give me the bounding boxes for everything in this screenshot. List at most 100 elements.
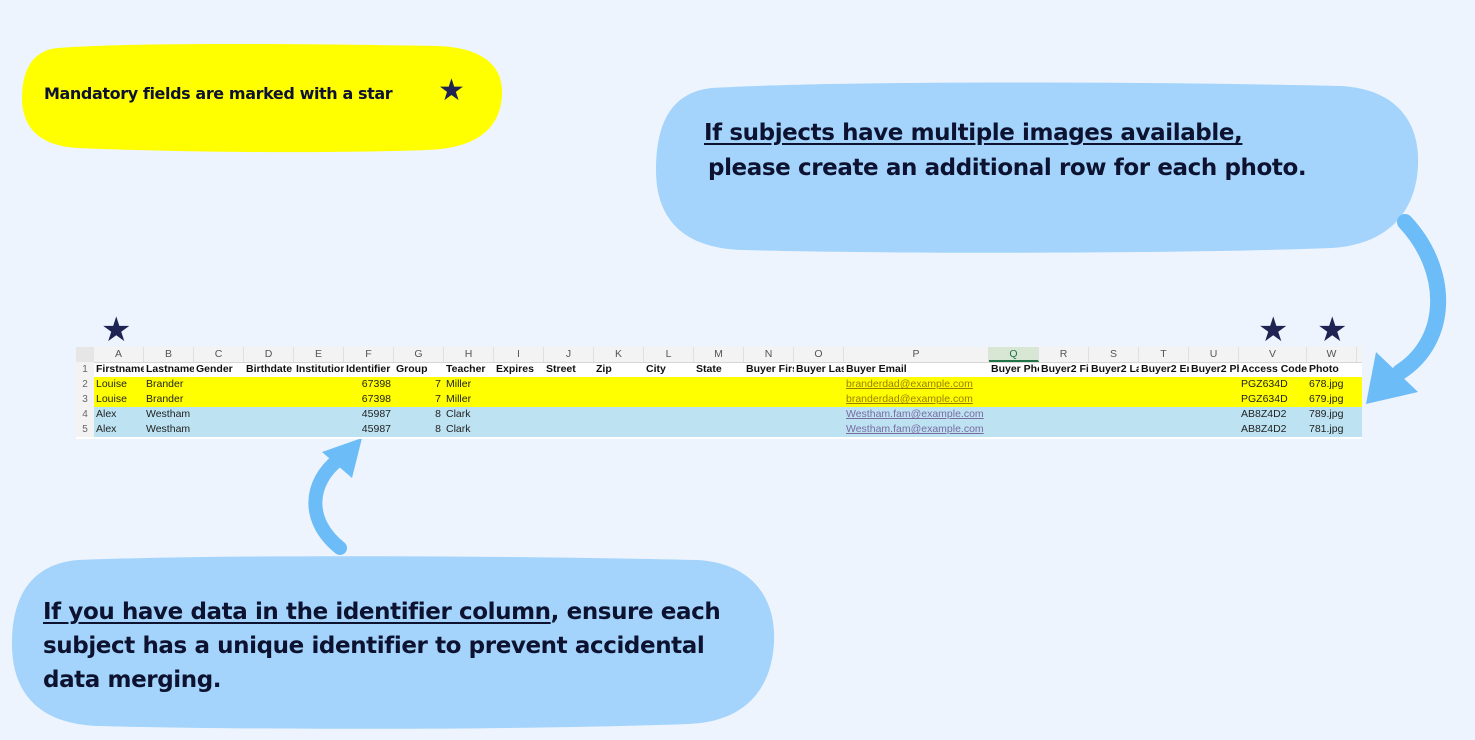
header-cell-institution[interactable]: Institution xyxy=(296,363,344,375)
column-letter-f[interactable]: F xyxy=(344,347,394,362)
header-cell-city[interactable]: City xyxy=(646,363,666,375)
cell-teacher[interactable]: Clark xyxy=(446,408,471,420)
cell-buyer-email[interactable]: branderdad@example.com xyxy=(846,378,973,390)
row-number[interactable]: 1 xyxy=(76,362,94,377)
cell-access-code[interactable]: PGZ634D xyxy=(1241,378,1288,390)
header-cell-buyer-email[interactable]: Buyer Email xyxy=(846,363,907,375)
header-cell-birthdate[interactable]: Birthdate xyxy=(246,363,293,375)
cell-lastname[interactable]: Brander xyxy=(146,378,184,390)
column-letter-t[interactable]: T xyxy=(1139,347,1189,362)
column-letter-l[interactable]: L xyxy=(644,347,694,362)
header-cell-firstname[interactable]: Firstname xyxy=(96,363,144,375)
cell-photo[interactable]: 678.jpg xyxy=(1309,378,1344,390)
header-cell-buyer2-last[interactable]: Buyer2 Last xyxy=(1091,363,1139,375)
header-cell-gender[interactable]: Gender xyxy=(196,363,233,375)
row-number[interactable]: 4 xyxy=(76,407,94,422)
column-letter-r[interactable]: R xyxy=(1039,347,1089,362)
cell-access-code[interactable]: AB8Z4D2 xyxy=(1241,408,1287,420)
column-letter-j[interactable]: J xyxy=(544,347,594,362)
column-letter-a[interactable]: A xyxy=(94,347,144,362)
row-number[interactable]: 3 xyxy=(76,392,94,407)
header-cell-street[interactable]: Street xyxy=(546,363,576,375)
cell-firstname[interactable]: Louise xyxy=(96,378,127,390)
column-letter-v[interactable]: V xyxy=(1239,347,1307,362)
identifier-note: If you have data in the identifier colum… xyxy=(8,552,778,730)
mandatory-fields-text: Mandatory fields are marked with a star xyxy=(44,84,393,103)
column-letter-h[interactable]: H xyxy=(444,347,494,362)
multiple-images-text: please create an additional row for each… xyxy=(708,155,1307,181)
column-letter-e[interactable]: E xyxy=(294,347,344,362)
column-letter-i[interactable]: I xyxy=(494,347,544,362)
cell-lastname[interactable]: Brander xyxy=(146,393,184,405)
column-letter-g[interactable]: G xyxy=(394,347,444,362)
column-letter-p[interactable]: P xyxy=(844,347,989,362)
photo-required-star-icon: ★ xyxy=(1317,310,1348,350)
cell-group[interactable]: 7 xyxy=(435,378,441,390)
cell-lastname[interactable]: Westham xyxy=(146,408,191,420)
row-number[interactable]: 5 xyxy=(76,422,94,437)
column-letter-w[interactable]: W xyxy=(1307,347,1357,362)
mandatory-fields-note: Mandatory fields are marked with a star … xyxy=(18,40,506,154)
header-cell-expires[interactable]: Expires xyxy=(496,363,534,375)
cell-lastname[interactable]: Westham xyxy=(146,423,191,435)
header-cell-teacher[interactable]: Teacher xyxy=(446,363,486,375)
column-letter-o[interactable]: O xyxy=(794,347,844,362)
left-curved-arrow-icon xyxy=(308,438,362,555)
cell-firstname[interactable]: Louise xyxy=(96,393,127,405)
cell-identifier[interactable]: 67398 xyxy=(361,393,391,405)
header-cell-access-code[interactable]: Access Code xyxy=(1241,363,1307,375)
header-cell-buyer-last[interactable]: Buyer Last xyxy=(796,363,844,375)
firstname-required-star-icon: ★ xyxy=(101,310,132,350)
column-letter-u[interactable]: U xyxy=(1189,347,1239,362)
column-letter-c[interactable]: C xyxy=(194,347,244,362)
column-letter-d[interactable]: D xyxy=(244,347,294,362)
column-letter-b[interactable]: B xyxy=(144,347,194,362)
cell-identifier[interactable]: 67398 xyxy=(361,378,391,390)
cell-buyer-email[interactable]: Westham.fam@example.com xyxy=(846,423,984,435)
header-cell-identifier[interactable]: Identifier xyxy=(346,363,391,375)
cell-buyer-email[interactable]: Westham.fam@example.com xyxy=(846,408,984,420)
cell-group[interactable]: 7 xyxy=(435,393,441,405)
header-cell-photo[interactable]: Photo xyxy=(1309,363,1339,375)
cell-identifier[interactable]: 45987 xyxy=(361,408,391,420)
column-letter-q[interactable]: Q xyxy=(989,347,1039,362)
cell-group[interactable]: 8 xyxy=(435,408,441,420)
cell-firstname[interactable]: Alex xyxy=(96,423,117,435)
header-cell-lastname[interactable]: Lastname xyxy=(146,363,194,375)
header-cell-buyer2-first[interactable]: Buyer2 First xyxy=(1041,363,1089,375)
identifier-link-text: If you have data in the identifier colum… xyxy=(43,599,551,625)
cell-teacher[interactable]: Clark xyxy=(446,423,471,435)
header-cell-state[interactable]: State xyxy=(696,363,722,375)
identifier-paragraph: If you have data in the identifier colum… xyxy=(43,595,743,697)
cell-teacher[interactable]: Miller xyxy=(446,378,472,390)
cell-identifier[interactable]: 45987 xyxy=(361,423,391,435)
cell-photo[interactable]: 789.jpg xyxy=(1309,408,1344,420)
column-letter-m[interactable]: M xyxy=(694,347,744,362)
header-cell-buyer-first[interactable]: Buyer First xyxy=(746,363,794,375)
header-cell-buyer2-phone[interactable]: Buyer2 Phone xyxy=(1191,363,1239,375)
column-letter-n[interactable]: N xyxy=(744,347,794,362)
select-all-corner[interactable] xyxy=(76,347,94,362)
cell-teacher[interactable]: Miller xyxy=(446,393,472,405)
right-curved-arrow-icon xyxy=(1366,214,1447,404)
cell-buyer-email[interactable]: branderdad@example.com xyxy=(846,393,973,405)
column-letter-s[interactable]: S xyxy=(1089,347,1139,362)
cell-group[interactable]: 8 xyxy=(435,423,441,435)
header-cell-buyer2-email[interactable]: Buyer2 Email xyxy=(1141,363,1189,375)
multiple-images-link-text: If subjects have multiple images availab… xyxy=(704,120,1243,146)
column-letter-k[interactable]: K xyxy=(594,347,644,362)
cell-access-code[interactable]: AB8Z4D2 xyxy=(1241,423,1287,435)
cell-access-code[interactable]: PGZ634D xyxy=(1241,393,1288,405)
row-number[interactable]: 2 xyxy=(76,377,94,392)
header-cell-group[interactable]: Group xyxy=(396,363,428,375)
cell-photo[interactable]: 781.jpg xyxy=(1309,423,1344,435)
cell-firstname[interactable]: Alex xyxy=(96,408,117,420)
header-cell-zip[interactable]: Zip xyxy=(596,363,612,375)
header-cell-buyer-phone[interactable]: Buyer Phone xyxy=(991,363,1039,375)
cell-photo[interactable]: 679.jpg xyxy=(1309,393,1344,405)
